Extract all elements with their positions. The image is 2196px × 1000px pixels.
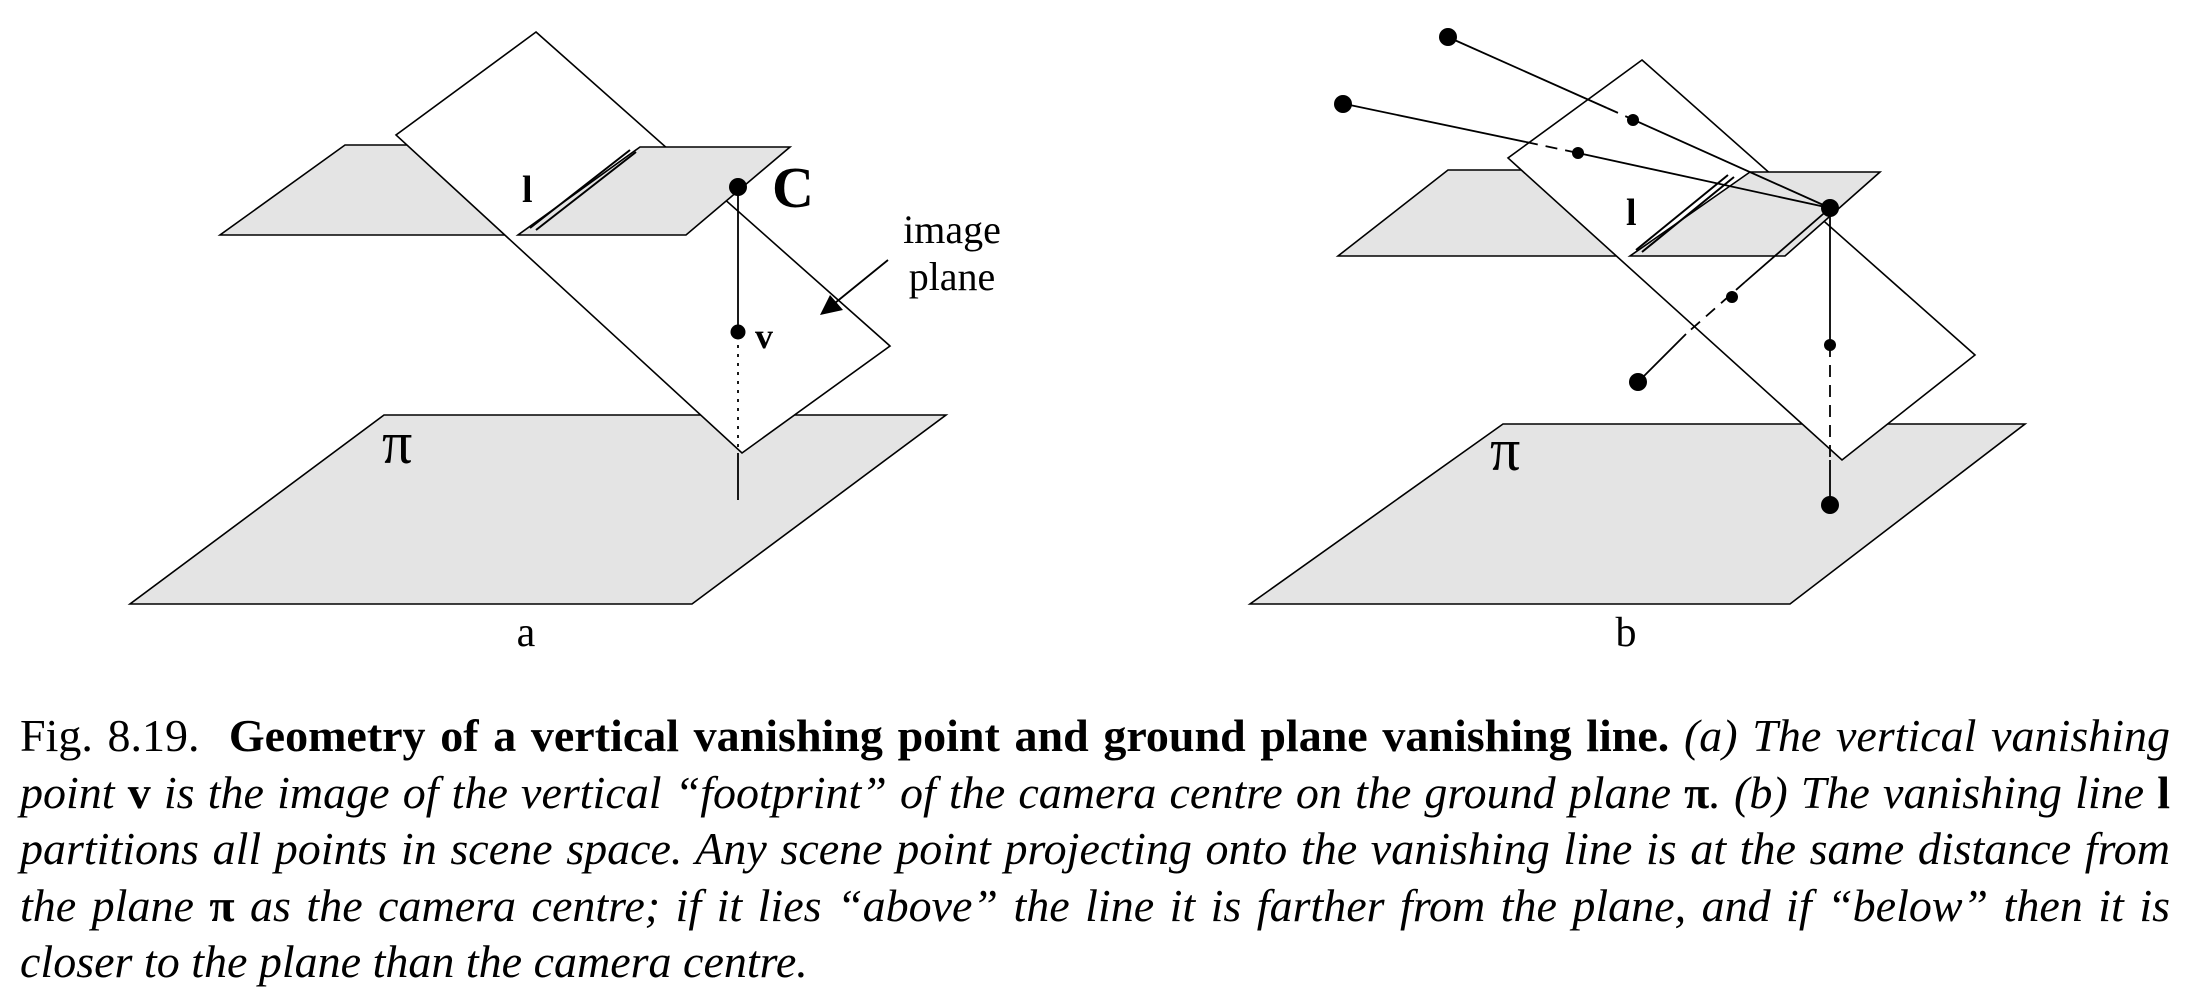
image-plane-arrow-head	[820, 295, 843, 315]
caption-part-2: is the image of the vertical “footprint”…	[163, 766, 1671, 818]
scene-point-top	[1439, 28, 1457, 46]
image-point-vertical	[1824, 339, 1836, 351]
caption-symbol-v: v	[127, 766, 151, 818]
caption-part-5: as the camera centre; if it lies “above”…	[20, 879, 2170, 988]
vanishing-point-a	[730, 324, 746, 340]
label-image-plane-2: plane	[909, 254, 996, 299]
camera-centre-point-b	[1821, 199, 1839, 217]
image-plane-a	[394, 30, 892, 455]
caption-number: Fig. 8.19.	[20, 710, 200, 761]
panel-a: l C v image plane π a	[127, 30, 1001, 656]
image-plane-b	[1506, 58, 1977, 462]
image-point-left	[1572, 147, 1584, 159]
ray-lower-dashed	[1685, 281, 1746, 335]
ray-lower-solid	[1744, 207, 1831, 283]
caption-part-3: . (b) The vanishing line	[1709, 766, 2145, 818]
image-plane-arrow-line	[834, 259, 889, 304]
figure-diagram: l C v image plane π a	[127, 28, 2028, 656]
caption-symbol-l: l	[2157, 766, 2171, 818]
vanishing-line-b	[1635, 174, 1729, 251]
label-ground-plane-a: π	[382, 410, 412, 476]
ray-middle-solid	[1344, 103, 1527, 143]
ray-middle-dashed	[1525, 141, 1579, 154]
label-ground-plane-b: π	[1490, 417, 1520, 483]
scene-point-ground	[1821, 496, 1839, 514]
caption-part-1: (a) The vertical vanishing point	[20, 710, 2171, 818]
figure-caption: Fig. 8.19. Geometry of a vertical vanish…	[20, 708, 2170, 991]
image-point-top	[1627, 114, 1639, 126]
caption-symbol-pi-1: π	[1684, 766, 1710, 818]
label-camera-centre: C	[772, 155, 814, 220]
label-vanishing-point: v	[755, 316, 773, 356]
camera-centre-point-a	[729, 178, 747, 196]
sublabel-b: b	[1616, 610, 1637, 656]
vanishing-line-a	[529, 149, 631, 229]
label-image-plane-1: image	[903, 207, 1001, 252]
image-point-below	[1726, 291, 1738, 303]
label-line-a: l	[522, 169, 533, 211]
sublabel-a: a	[517, 610, 536, 656]
caption-title: Geometry of a vertical vanishing point a…	[228, 710, 1670, 761]
ground-plane-b	[1247, 423, 2028, 605]
ray-upper-solid	[1449, 37, 1608, 109]
scene-point-left	[1334, 95, 1352, 113]
caption-part-4: partitions all points in scene space. An…	[20, 823, 2170, 931]
scene-point-below	[1629, 373, 1647, 391]
ground-plane-a	[127, 414, 949, 605]
label-line-b: l	[1626, 192, 1637, 234]
panel-b: l π b	[1247, 28, 2028, 656]
caption-symbol-pi-2: π	[209, 879, 235, 931]
